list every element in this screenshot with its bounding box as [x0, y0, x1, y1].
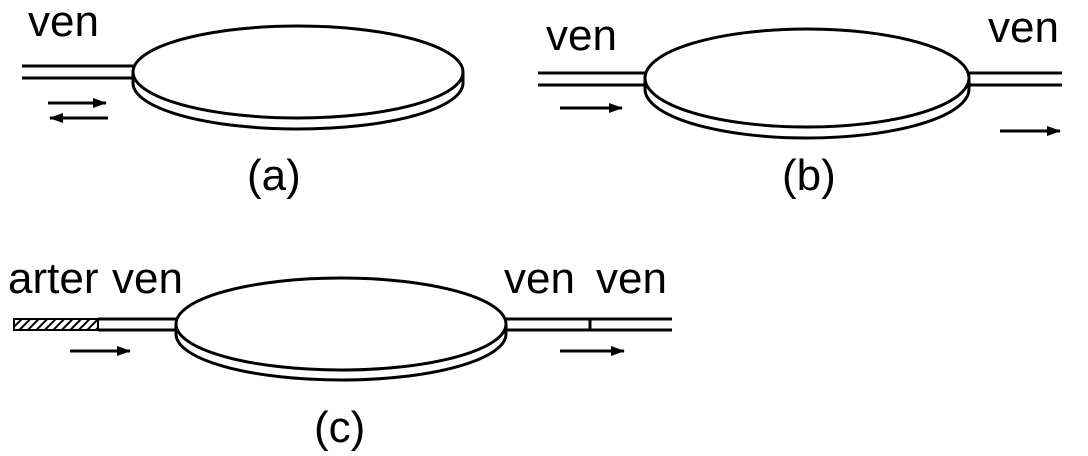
- flow-arrows-a: [48, 98, 108, 123]
- label-ven-c-out-2: ven: [596, 254, 667, 303]
- panel-c: arter ven ven ven (c): [8, 254, 672, 452]
- label-ven-a: ven: [28, 0, 99, 46]
- panel-b: ven ven (b): [538, 3, 1062, 200]
- flow-arrows-b: [560, 103, 1061, 136]
- artery-segment-c: [13, 318, 99, 331]
- caption-a: (a): [247, 151, 301, 200]
- label-ven-c-in: ven: [112, 254, 183, 303]
- vessel-b-in: [538, 71, 650, 87]
- label-ven-b-in: ven: [546, 11, 617, 60]
- label-ven-b-out: ven: [988, 3, 1059, 52]
- vessel-c-in: [98, 317, 182, 332]
- vessel-b-out: [964, 71, 1062, 87]
- caption-c: (c): [314, 403, 365, 452]
- panel-a: ven (a): [22, 0, 465, 200]
- vessel-c-out: [503, 317, 672, 332]
- disk-a: [131, 24, 465, 131]
- disk-c: [174, 276, 508, 382]
- label-arter-c: arter: [8, 254, 98, 303]
- disk-b: [643, 27, 971, 140]
- label-ven-c-out-1: ven: [504, 254, 575, 303]
- caption-b: (b): [782, 151, 836, 200]
- vessel-a-in: [22, 64, 140, 80]
